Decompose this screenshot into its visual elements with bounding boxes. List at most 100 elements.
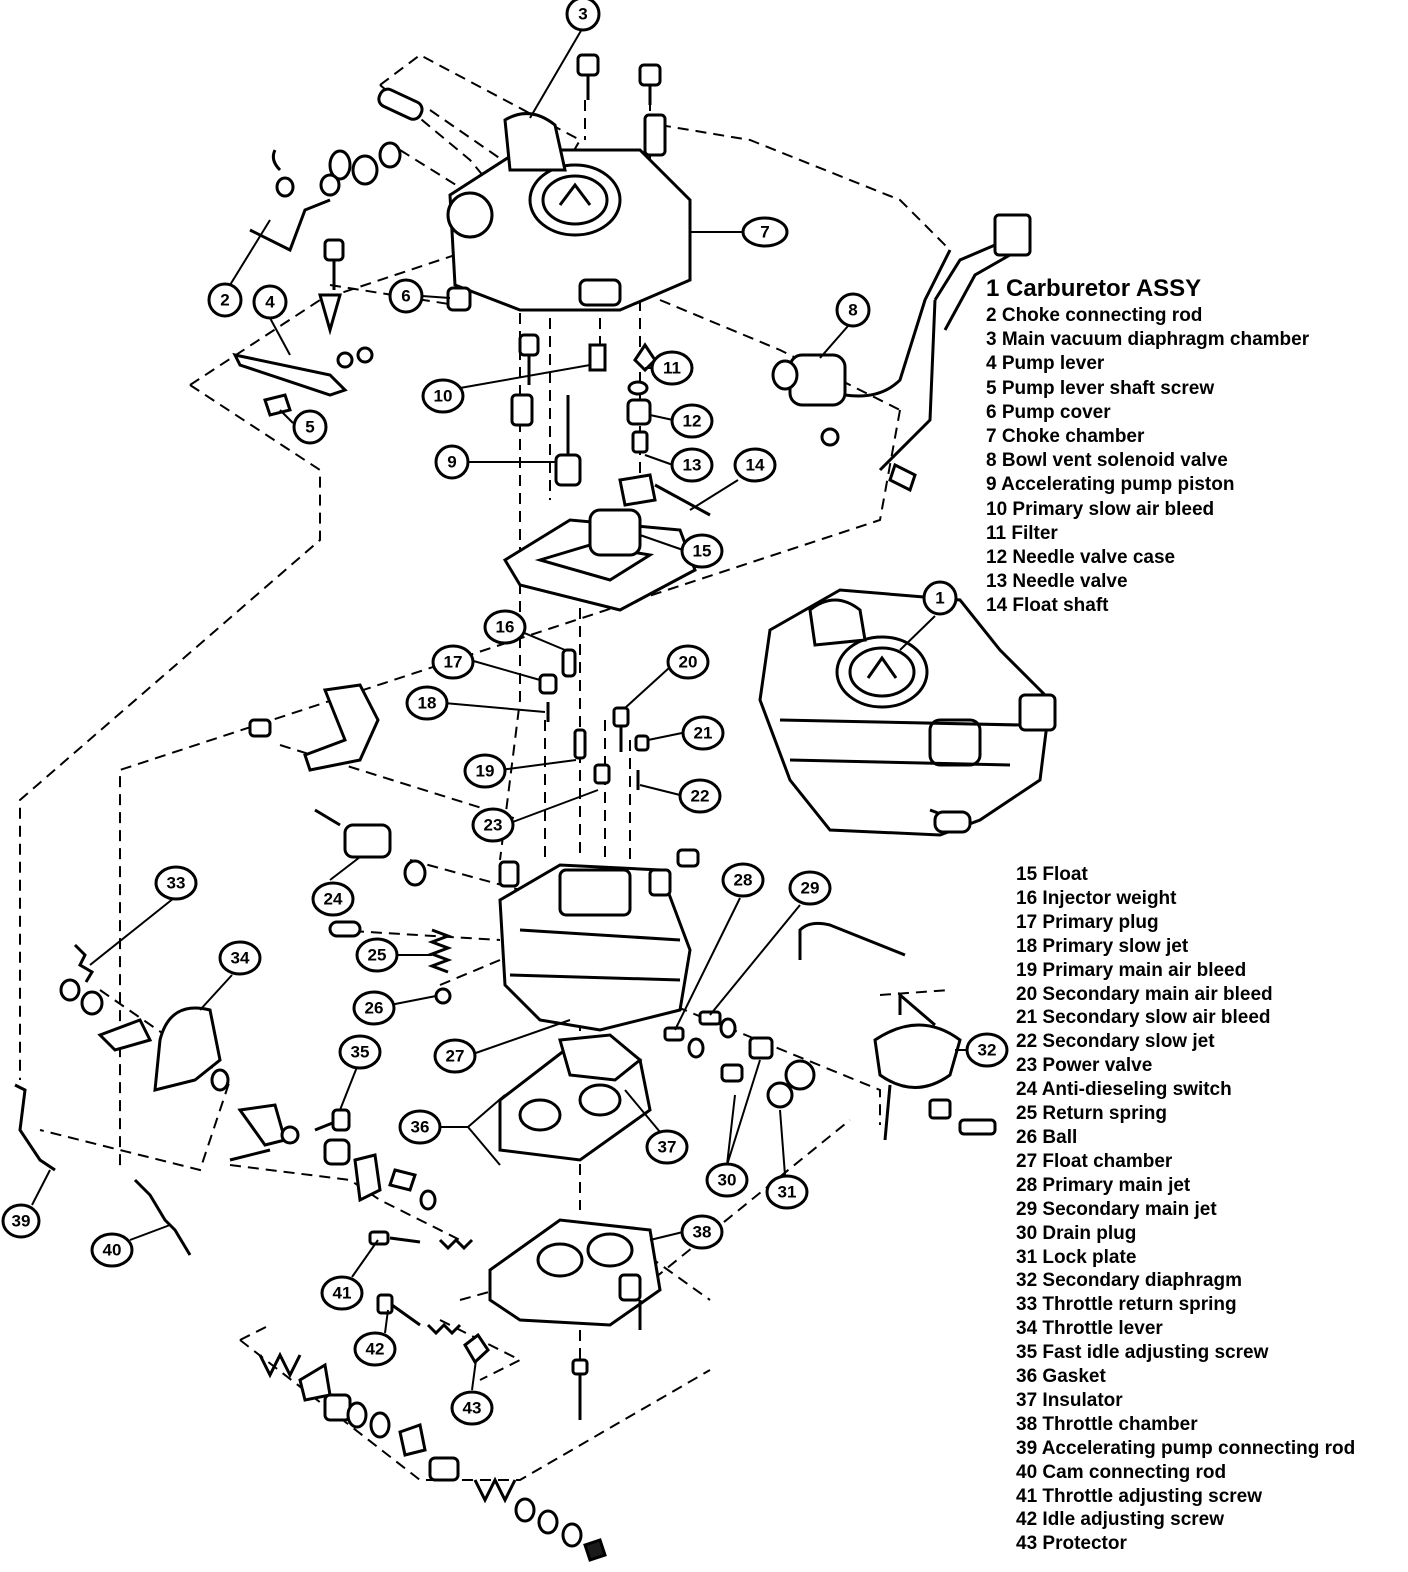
legend-item: 3 Main vacuum diaphragm chamber xyxy=(986,329,1310,351)
legend-item: 41 Throttle adjusting screw xyxy=(1016,1485,1262,1507)
svg-text:15: 15 xyxy=(693,542,712,561)
callout-17: 17 xyxy=(431,644,475,680)
svg-text:18: 18 xyxy=(418,694,437,713)
legend-item: 26 Ball xyxy=(1016,1126,1078,1148)
legend-item: 15 Float xyxy=(1016,864,1088,885)
legend-item: 14 Float shaft xyxy=(986,595,1109,617)
callout-28: 28 xyxy=(721,862,765,898)
legend-item: 13 Needle valve xyxy=(986,571,1128,593)
callout-42: 42 xyxy=(353,1331,397,1367)
svg-text:31: 31 xyxy=(778,1183,797,1202)
svg-text:19: 19 xyxy=(476,762,495,781)
callout-16: 16 xyxy=(483,609,527,645)
accelerating-pump-piston-part xyxy=(554,453,582,487)
callout-29: 29 xyxy=(788,870,832,906)
svg-text:7: 7 xyxy=(760,223,769,242)
callout-43: 43 xyxy=(450,1390,494,1426)
throttle-lever-part xyxy=(59,978,230,1092)
callout-5: 5 xyxy=(292,409,328,445)
callout-14: 14 xyxy=(733,447,777,483)
svg-text:5: 5 xyxy=(305,418,314,437)
svg-text:9: 9 xyxy=(447,453,456,472)
legend-item: 32 Secondary diaphragm xyxy=(1016,1270,1242,1292)
callout-36: 36 xyxy=(398,1109,442,1145)
callout-19: 19 xyxy=(463,753,507,789)
top-screws xyxy=(576,53,667,157)
callout-10: 10 xyxy=(421,378,465,414)
legend-item: 21 Secondary slow air bleed xyxy=(1016,1007,1271,1029)
svg-text:38: 38 xyxy=(693,1223,712,1242)
svg-text:14: 14 xyxy=(746,456,765,475)
callout-1: 1 xyxy=(922,580,958,616)
bottom-spring-assembly xyxy=(258,1351,607,1562)
svg-text:29: 29 xyxy=(801,879,820,898)
gasket-insulator-parts xyxy=(498,1033,652,1162)
legend-item: 19 Primary main air bleed xyxy=(1016,959,1247,981)
svg-text:6: 6 xyxy=(401,287,410,306)
float-part xyxy=(502,473,711,612)
callout-40: 40 xyxy=(90,1232,134,1268)
leader-lines xyxy=(31,28,975,1391)
svg-text:21: 21 xyxy=(694,724,713,743)
callout-15: 15 xyxy=(680,533,724,569)
legend-item: 38 Throttle chamber xyxy=(1016,1413,1198,1435)
svg-text:41: 41 xyxy=(333,1284,352,1303)
callout-34: 34 xyxy=(218,940,262,976)
legend-item: 1 Carburetor ASSY xyxy=(986,275,1202,302)
callout-27: 27 xyxy=(433,1038,477,1074)
callout-4: 4 xyxy=(252,284,288,320)
legend-item: 17 Primary plug xyxy=(1016,911,1159,933)
legend-item: 24 Anti-dieseling switch xyxy=(1016,1079,1232,1101)
svg-text:25: 25 xyxy=(368,946,387,965)
svg-text:8: 8 xyxy=(848,301,857,320)
callout-26: 26 xyxy=(352,990,396,1026)
callout-33: 33 xyxy=(154,865,198,901)
svg-text:11: 11 xyxy=(663,359,681,378)
legend-item: 31 Lock plate xyxy=(1016,1246,1137,1268)
bowl-vent-solenoid-part xyxy=(771,249,952,493)
callout-18: 18 xyxy=(405,685,449,721)
svg-text:1: 1 xyxy=(935,589,944,608)
legend-item: 23 Power valve xyxy=(1016,1055,1153,1077)
legend-item: 4 Pump lever xyxy=(986,353,1105,375)
svg-text:10: 10 xyxy=(434,387,453,406)
legend-item: 25 Return spring xyxy=(1016,1103,1167,1125)
parts-legend-upper: 1 Carburetor ASSY 2 Choke connecting rod… xyxy=(986,274,1309,619)
svg-text:37: 37 xyxy=(658,1138,677,1157)
callout-13: 13 xyxy=(670,447,714,483)
callout-6: 6 xyxy=(388,278,424,314)
svg-text:26: 26 xyxy=(365,999,384,1018)
pump-cover-part xyxy=(446,286,472,312)
legend-item: 30 Drain plug xyxy=(1016,1222,1137,1244)
svg-text:12: 12 xyxy=(683,412,702,431)
callout-12: 12 xyxy=(670,403,714,439)
legend-item: 2 Choke connecting rod xyxy=(986,305,1203,326)
callout-2: 2 xyxy=(207,282,243,318)
callout-9: 9 xyxy=(434,444,470,480)
svg-text:13: 13 xyxy=(683,456,702,475)
callout-11: 11 xyxy=(650,350,694,386)
legend-item: 8 Bowl vent solenoid valve xyxy=(986,450,1228,472)
bracket-part xyxy=(303,683,380,772)
pump-lever-part xyxy=(232,352,348,397)
callout-32: 32 xyxy=(965,1032,1009,1068)
legend-item: 29 Secondary main jet xyxy=(1016,1198,1217,1220)
svg-text:40: 40 xyxy=(103,1241,122,1260)
vacuum-hose xyxy=(798,921,906,960)
svg-text:2: 2 xyxy=(220,291,229,310)
part-drawings xyxy=(14,53,1057,1562)
svg-text:20: 20 xyxy=(679,653,698,672)
svg-text:4: 4 xyxy=(265,293,275,312)
callout-38: 38 xyxy=(680,1214,724,1250)
legend-item: 33 Throttle return spring xyxy=(1016,1294,1237,1316)
legend-item: 35 Fast idle adjusting screw xyxy=(1016,1342,1269,1364)
svg-text:16: 16 xyxy=(496,618,515,637)
svg-text:35: 35 xyxy=(351,1043,370,1062)
throttle-chamber-part xyxy=(488,1218,662,1330)
upper-left-small-parts xyxy=(271,87,424,198)
callout-24: 24 xyxy=(311,881,355,917)
legend-item: 20 Secondary main air bleed xyxy=(1016,983,1273,1005)
legend-item: 40 Cam connecting rod xyxy=(1016,1461,1227,1483)
callout-21: 21 xyxy=(681,715,725,751)
